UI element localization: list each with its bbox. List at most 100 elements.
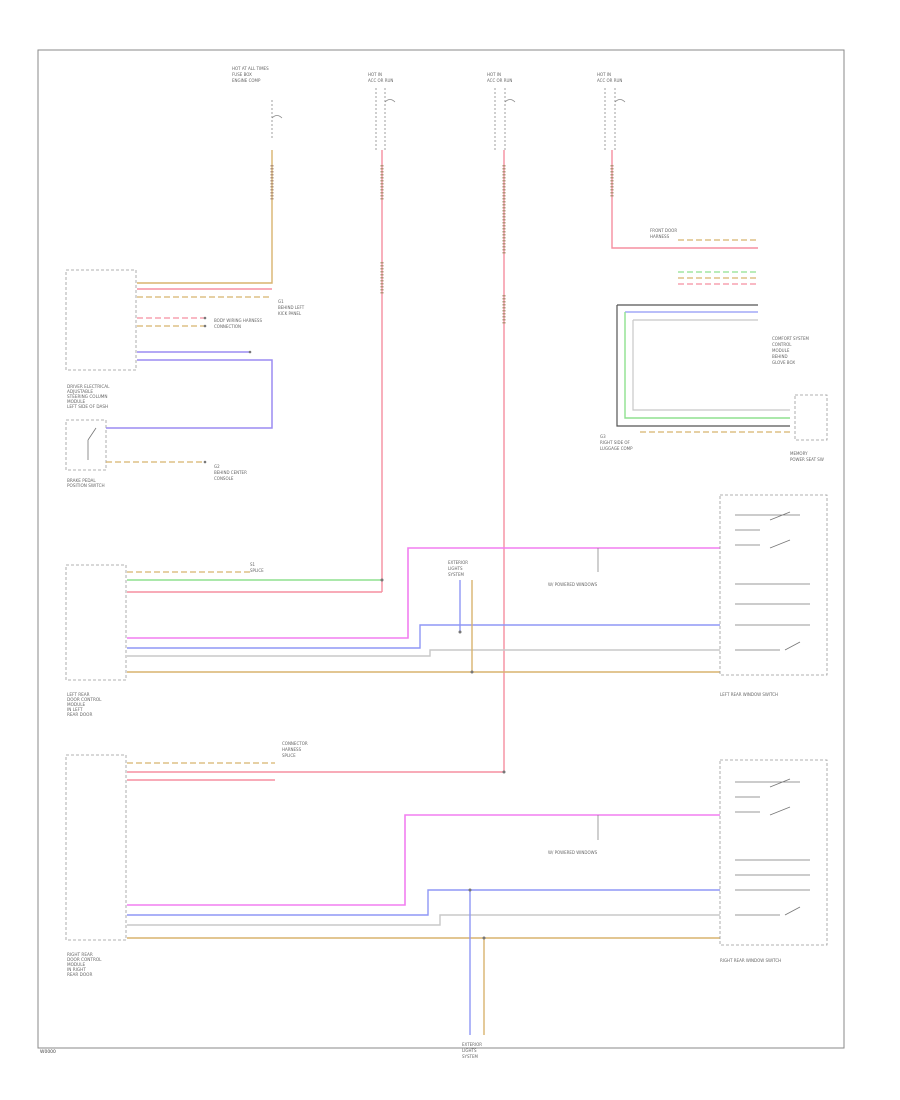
left-rear-switch-caption: LEFT REAR WINDOW SWITCH bbox=[720, 692, 778, 697]
wire-violet-brake bbox=[106, 351, 273, 429]
junction-caption-line: CONNECTION bbox=[214, 324, 241, 329]
left-rear-switch-box bbox=[719, 494, 828, 676]
ground-g3-caption-line: RIGHT SIDE OF bbox=[600, 440, 631, 445]
right-rear-splice-caption: CONNECTOR HARNESS SPLICE bbox=[282, 741, 308, 758]
right-rear-switch-contacts bbox=[735, 778, 810, 916]
left-rear-module-caption-line: REAR DOOR bbox=[67, 712, 92, 717]
fuse-b-label: HOT IN ACC OR RUN bbox=[368, 72, 393, 83]
ground-g1-caption: G1 BEHIND LEFT KICK PANEL bbox=[278, 299, 305, 316]
driver-module-box bbox=[65, 269, 137, 371]
left-rear-exterior-caption: EXTERIOR LIGHTS SYSTEM bbox=[448, 560, 468, 577]
ground-g3-caption-line: G3 bbox=[600, 434, 606, 439]
right-rear-module-caption-line: IN RIGHT bbox=[67, 967, 86, 972]
brake-switch-box bbox=[65, 419, 107, 471]
wire-feed-d bbox=[610, 150, 790, 433]
left-rear-exterior-caption-line: LIGHTS bbox=[448, 566, 463, 571]
right-rear-module-caption: RIGHT REAR DOOR CONTROL MODULE IN RIGHT … bbox=[67, 952, 102, 977]
ground-g2-caption-line: CONSOLE bbox=[214, 476, 234, 481]
right-rear-switch-caption: RIGHT REAR WINDOW SWITCH bbox=[720, 958, 781, 963]
left-rear-wires bbox=[127, 547, 720, 673]
left-rear-module-caption-line: DOOR CONTROL bbox=[67, 697, 102, 702]
right-rear-switch-box bbox=[719, 759, 828, 946]
ground-g1-caption-line: KICK PANEL bbox=[278, 311, 302, 316]
right-rear-exterior-caption-line: SYSTEM bbox=[462, 1054, 478, 1059]
right-rear-module-caption-line: REAR DOOR bbox=[67, 972, 92, 977]
fuse-a-label: HOT AT ALL TIMES FUSE BOX ENGINE COMP bbox=[232, 66, 269, 83]
comfort-module-caption-line: GLOVE BOX bbox=[772, 360, 795, 365]
right-rear-exterior-caption: EXTERIOR LIGHTS SYSTEM bbox=[462, 1042, 482, 1059]
brake-switch-caption-line: POSITION SWITCH bbox=[67, 483, 105, 488]
fuse-b-label-line: ACC OR RUN bbox=[368, 78, 393, 83]
junction-caption-line: BODY WIRING HARNESS bbox=[214, 318, 262, 323]
driver-module-caption: DRIVER ELECTRICAL ADJUSTABLE STEERING CO… bbox=[67, 384, 110, 409]
fuse-a-label-line: FUSE BOX bbox=[232, 72, 252, 77]
fuse-a-label-line: HOT AT ALL TIMES bbox=[232, 66, 269, 71]
ground-g3-caption: G3 RIGHT SIDE OF LUGGAGE COMP bbox=[600, 434, 633, 451]
ground-g1-caption-line: G1 bbox=[278, 299, 284, 304]
right-rear-splice-caption-line: HARNESS bbox=[282, 747, 302, 752]
fuse-d-label-line: HOT IN bbox=[597, 72, 611, 77]
left-rear-exterior-caption-line: EXTERIOR bbox=[448, 560, 468, 565]
right-rear-splice-caption-line: CONNECTOR bbox=[282, 741, 308, 746]
left-rear-splice-caption: S1 SPLICE bbox=[250, 562, 264, 573]
diagram-frame bbox=[37, 49, 845, 1049]
fuse-d-label-line: ACC OR RUN bbox=[597, 78, 622, 83]
comfort-module-caption: COMFORT SYSTEM CONTROL MODULE BEHIND GLO… bbox=[772, 336, 810, 365]
ground-g2-caption: G2 BEHIND CENTER CONSOLE bbox=[214, 464, 247, 481]
splice-dots bbox=[203, 316, 506, 940]
fuse-c-label: HOT IN ACC OR RUN bbox=[487, 72, 512, 83]
left-rear-module-box bbox=[65, 564, 127, 681]
wire-fuse-a bbox=[137, 150, 274, 290]
right-rear-module-box bbox=[65, 754, 127, 941]
comfort-module-caption-line: MODULE bbox=[772, 348, 790, 353]
wire-ground-g1 bbox=[137, 296, 272, 327]
driver-module-caption-line: DRIVER ELECTRICAL bbox=[67, 384, 110, 389]
memory-switch-box bbox=[794, 394, 828, 441]
left-rear-module-caption-line: LEFT REAR bbox=[67, 692, 90, 697]
junction-caption: BODY WIRING HARNESS CONNECTION bbox=[214, 318, 262, 329]
fuse-c-label-line: ACC OR RUN bbox=[487, 78, 512, 83]
ground-g2-caption-line: BEHIND CENTER bbox=[214, 470, 247, 475]
brake-switch-caption-line: BRAKE PEDAL bbox=[67, 478, 96, 483]
fuse-b-label-line: HOT IN bbox=[368, 72, 382, 77]
fuse-c-label-line: HOT IN bbox=[487, 72, 501, 77]
footer-code: W0000 bbox=[40, 1049, 56, 1055]
fuse-d-label: HOT IN ACC OR RUN bbox=[597, 72, 622, 83]
right-rear-module-caption-line: DOOR CONTROL bbox=[67, 957, 102, 962]
right-rear-module-caption-line: RIGHT REAR bbox=[67, 952, 93, 957]
comfort-module-caption-line: COMFORT SYSTEM bbox=[772, 336, 810, 341]
driver-module-caption-line: STEERING COLUMN bbox=[67, 394, 108, 399]
driver-module-caption-line: MODULE bbox=[67, 399, 86, 404]
comfort-module-caption-line: CONTROL bbox=[772, 342, 792, 347]
front-door-splice-caption-line: HARNESS bbox=[650, 234, 670, 239]
left-rear-splice-caption-line: S1 bbox=[250, 562, 256, 567]
right-rear-exterior-caption-line: LIGHTS bbox=[462, 1048, 477, 1053]
memory-switch-caption-line: MEMORY bbox=[790, 451, 808, 456]
fuse-symbols bbox=[271, 88, 626, 150]
memory-switch-caption-line: POWER SEAT SW bbox=[790, 457, 824, 462]
driver-module-caption-line: ADJUSTABLE bbox=[67, 389, 93, 394]
left-rear-window-motor-label: W/ POWERED WINDOWS bbox=[548, 582, 598, 587]
left-rear-module-caption-line: MODULE bbox=[67, 702, 86, 707]
right-rear-wires bbox=[127, 762, 720, 1035]
right-rear-exterior-caption-line: EXTERIOR bbox=[462, 1042, 482, 1047]
right-rear-window-motor-label: W/ POWERED WINDOWS bbox=[548, 850, 598, 855]
ground-g3-caption-line: LUGGAGE COMP bbox=[600, 446, 633, 451]
right-rear-splice-caption-line: SPLICE bbox=[282, 753, 296, 758]
memory-switch-caption: MEMORY POWER SEAT SW bbox=[790, 451, 824, 462]
ground-g1-caption-line: BEHIND LEFT bbox=[278, 305, 305, 310]
comfort-module-caption-line: BEHIND bbox=[772, 354, 788, 359]
driver-module-caption-line: LEFT SIDE OF DASH bbox=[67, 404, 108, 409]
left-rear-exterior-caption-line: SYSTEM bbox=[448, 572, 464, 577]
front-door-splice-caption: FRONT DOOR HARNESS bbox=[650, 228, 677, 239]
front-door-splice-caption-line: FRONT DOOR bbox=[650, 228, 677, 233]
left-rear-switch-contacts bbox=[735, 511, 810, 651]
brake-switch-caption: BRAKE PEDAL POSITION SWITCH bbox=[67, 478, 105, 488]
left-rear-splice-caption-line: SPLICE bbox=[250, 568, 264, 573]
brake-switch-symbol bbox=[87, 427, 97, 460]
left-rear-module-caption-line: IN LEFT bbox=[67, 707, 83, 712]
fuse-a-label-line: ENGINE COMP bbox=[232, 78, 261, 83]
right-rear-module-caption-line: MODULE bbox=[67, 962, 86, 967]
left-rear-module-caption: LEFT REAR DOOR CONTROL MODULE IN LEFT RE… bbox=[67, 692, 102, 717]
